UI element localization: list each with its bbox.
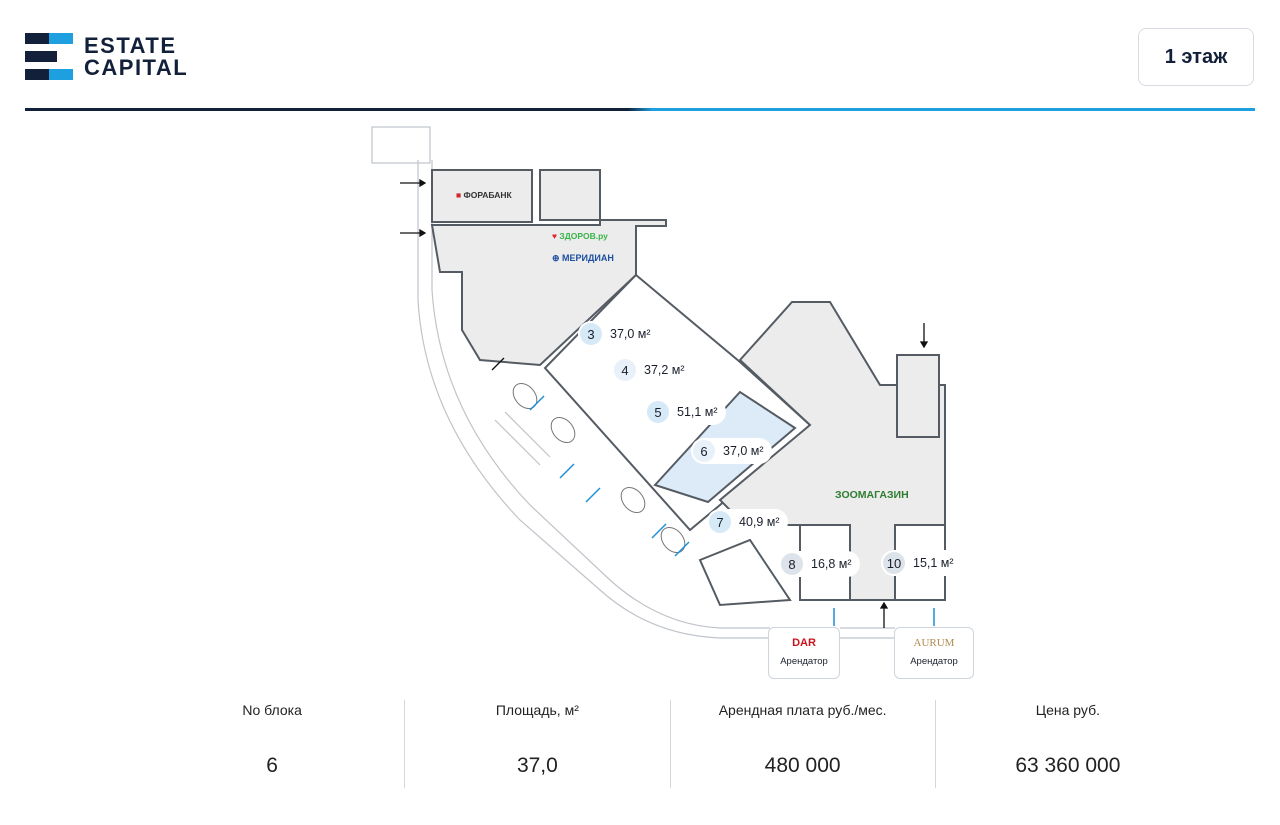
floor-plan <box>371 126 946 639</box>
tenant-caption: Арендатор <box>780 656 828 667</box>
entrance-arrows-blue <box>529 395 935 626</box>
logo-line1: ESTATE <box>84 33 177 58</box>
logo-mark-icon <box>25 33 73 81</box>
summary-rent: Арендная плата руб./мес.480 000 <box>669 700 935 788</box>
zdorov-logo: ♥ ЗДОРОВ.ру <box>552 231 608 241</box>
unit-7-back <box>698 538 792 607</box>
tenant-card-aurum[interactable]: AURUM Арендатор <box>894 627 974 679</box>
tenant-caption: Арендатор <box>910 656 958 667</box>
entrance-arrows-black <box>400 178 929 628</box>
forabank-logo: ■ ФОРАБАНК <box>456 190 512 200</box>
outer-walkway <box>371 126 895 639</box>
logo-line2: CAPITAL <box>84 55 189 80</box>
logo[interactable]: ESTATE CAPITAL <box>25 33 188 81</box>
forabank-room <box>431 169 533 223</box>
aurum-logo: AURUM <box>913 637 955 649</box>
summary-price: Цена руб.63 360 000 <box>934 700 1200 788</box>
header-divider <box>25 108 1255 111</box>
tenant-card-dar[interactable]: DAR Арендатор <box>768 627 840 679</box>
dar-logo: DAR <box>792 637 816 649</box>
meridian-logo: ⊕ МЕРИДИАН <box>552 253 614 263</box>
zoomagazin-label: ЗООМАГАЗИН <box>835 489 909 501</box>
floor-selector-button[interactable]: 1 этаж <box>1138 28 1254 86</box>
building-walls <box>430 169 946 607</box>
